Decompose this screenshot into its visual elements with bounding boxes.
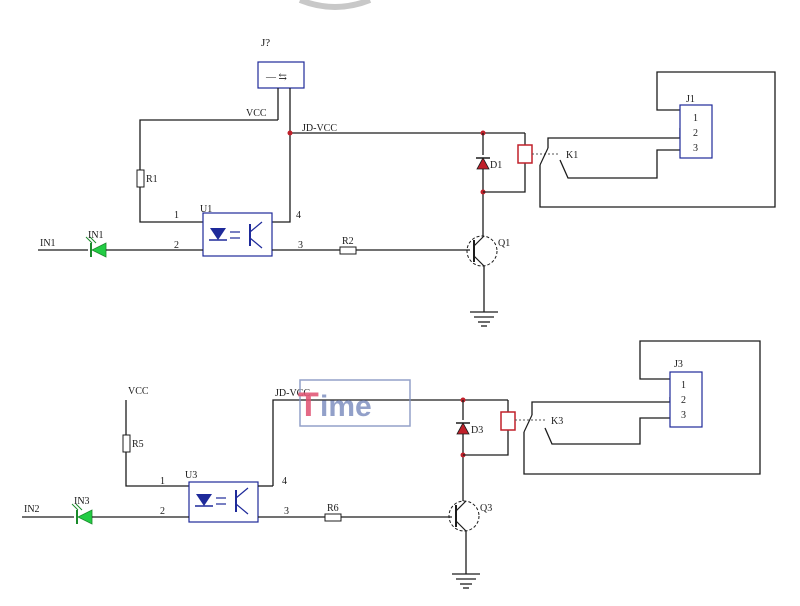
vcc-label-1: VCC (246, 108, 267, 119)
jdvcc-label-1: JD-VCC (302, 123, 337, 134)
transistor-q3 (448, 500, 480, 532)
relay-channel-3: VCC R5 JD-VCC U3 1 2 3 4 IN2 IN3 (22, 340, 761, 589)
svg-text:3: 3 (298, 240, 303, 251)
u1-label: U1 (200, 204, 212, 215)
ground-3 (452, 573, 480, 589)
svg-text:1: 1 (174, 210, 179, 221)
transistor-q1 (466, 235, 498, 267)
diode-d1 (476, 157, 490, 170)
diode-d3 (456, 422, 470, 435)
in1-net-label: IN1 (40, 238, 56, 249)
resistor-r1 (136, 169, 145, 188)
svg-text:2: 2 (174, 240, 179, 251)
svg-text:3: 3 (284, 506, 289, 517)
resistor-r6 (324, 513, 342, 522)
top-arc (298, 0, 372, 10)
q1-label: Q1 (498, 238, 510, 249)
d3-label: D3 (471, 425, 483, 436)
svg-text:1: 1 (160, 476, 165, 487)
watermark: T ime (298, 379, 411, 427)
svg-text:2: 2 (160, 506, 165, 517)
r1-label: R1 (146, 174, 158, 185)
r2-label: R2 (342, 236, 354, 247)
resistor-r2 (339, 246, 357, 255)
relay-coil-k3 (500, 411, 516, 431)
svg-text:ime: ime (320, 390, 372, 423)
led-in3 (77, 509, 93, 525)
svg-text:1: 1 (693, 113, 698, 124)
ground-1 (470, 311, 498, 327)
jdvcc-label-2: JD-VCC (275, 388, 310, 399)
jumper-j-label: J? (261, 37, 270, 49)
svg-text:2: 2 (693, 128, 698, 139)
svg-text:1: 1 (681, 380, 686, 391)
connector-j3 (669, 371, 703, 428)
d1-label: D1 (490, 160, 502, 171)
relay-channel-1: J? — ⇆ VCC R1 JD-VCC U1 1 2 3 4 IN1 (38, 37, 776, 327)
connector-j1 (679, 104, 713, 159)
vcc-label-2: VCC (128, 386, 149, 397)
in2-net-label: IN2 (24, 504, 40, 515)
u3-label: U3 (185, 470, 197, 481)
resistor-r5 (122, 434, 131, 453)
relay-coil-k1 (517, 144, 533, 164)
j3-label: J3 (674, 359, 683, 370)
svg-text:2: 2 (681, 395, 686, 406)
jumper-j-symbol: — ⇆ (265, 72, 288, 83)
svg-text:4: 4 (282, 476, 287, 487)
led-in1 (91, 242, 107, 258)
svg-text:3: 3 (681, 410, 686, 421)
jumper-j (257, 61, 305, 89)
optocoupler-u1 (202, 212, 273, 257)
q3-label: Q3 (480, 503, 492, 514)
k3-label: K3 (551, 416, 563, 427)
in1-led-label: IN1 (88, 230, 104, 241)
r6-label: R6 (327, 503, 339, 514)
svg-text:3: 3 (693, 143, 698, 154)
svg-text:T: T (298, 386, 319, 424)
j1-label: J1 (686, 94, 695, 105)
k1-label: K1 (566, 150, 578, 161)
r5-label: R5 (132, 439, 144, 450)
svg-text:4: 4 (296, 210, 301, 221)
in3-led-label: IN3 (74, 496, 90, 507)
